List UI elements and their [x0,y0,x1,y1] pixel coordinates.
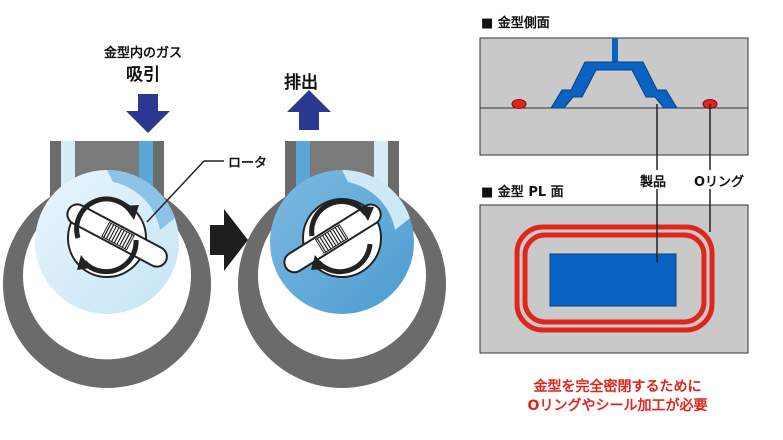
note-line-2: Oリングやシール加工が必要 [527,398,708,414]
mold-side-title: ■ 金型側面 [481,16,550,31]
suction-arrow-icon [126,94,170,133]
note-line-1: 金型を完全密閉するために [533,379,702,395]
exhaust-label: 排出 [284,73,318,93]
suction-label: 吸引 [126,65,160,85]
product-label: 製品 [640,175,667,190]
mold-pl-title: ■ 金型 PL 面 [481,185,564,200]
rotor-label: ロータ [228,156,268,171]
rotation-arrow-icon [309,199,369,237]
product-cavity [549,253,677,307]
o-ring-groove [514,224,715,333]
gas-in-mold-label: 金型内のガス [104,46,183,61]
mold-side-view [479,37,749,156]
o-ring-label: Oリング [694,175,745,190]
exhaust-arrow-icon [287,90,331,130]
transition-arrow-icon [210,209,248,271]
pump-exhaust [238,141,447,388]
rotation-arrow-icon [74,196,135,239]
pump-suction [2,141,224,388]
mold-pl-face [479,204,749,354]
o-ring-cross-section [511,99,527,109]
